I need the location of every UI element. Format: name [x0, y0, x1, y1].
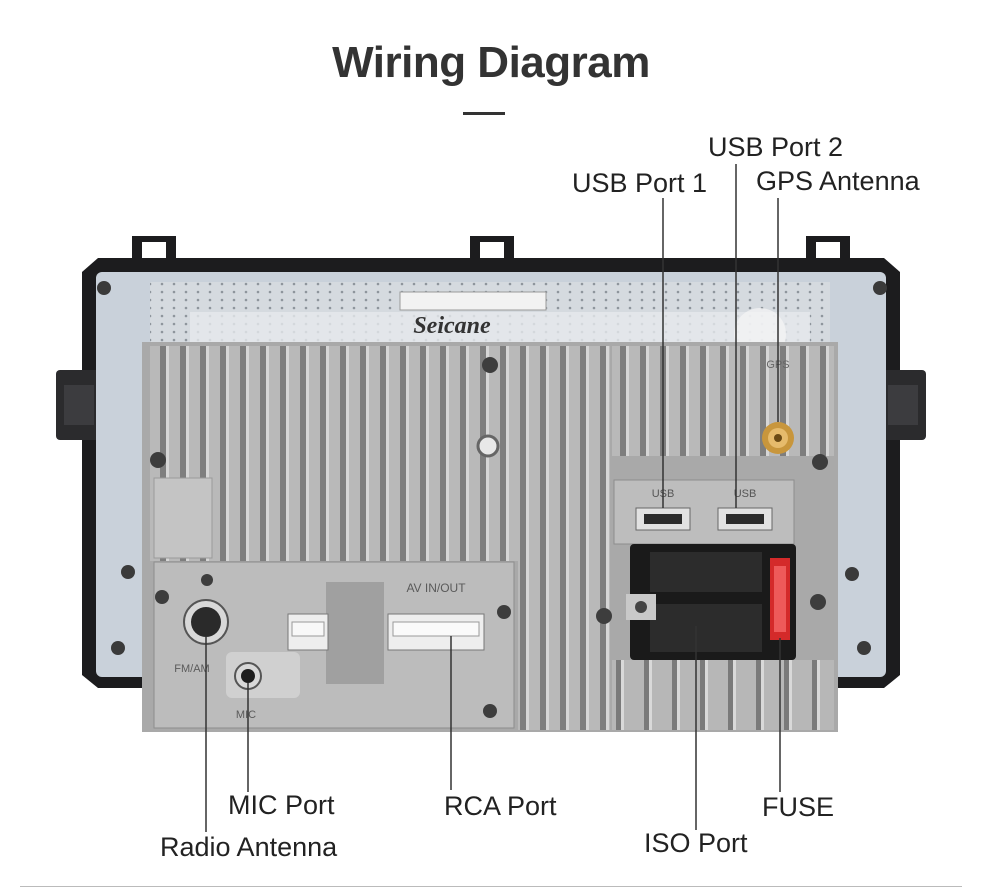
diagram-title: Wiring Diagram: [332, 38, 650, 87]
iso-port-label: ISO Port: [644, 828, 748, 858]
mic-text: MIC: [236, 709, 256, 721]
rca-connector: [392, 621, 480, 637]
usb-iso-plate: USB USB GPS: [613, 359, 796, 660]
mic-port-label: MIC Port: [228, 790, 335, 820]
brand-logo: Seicane: [413, 313, 491, 339]
av-inout-text: AV IN/OUT: [406, 581, 466, 595]
leader-lines: [205, 164, 781, 832]
fmam-text: FM/AM: [174, 663, 209, 675]
title-underline: [463, 112, 505, 115]
usb-port-1-label: USB Port 1: [572, 168, 708, 198]
footer-divider: [20, 886, 962, 887]
rca-port-label: RCA Port: [444, 791, 557, 821]
small-connector: [291, 621, 325, 637]
usb-port-2-socket: [726, 514, 764, 524]
usb-port-2-label: USB Port 2: [708, 132, 844, 162]
gps-antenna-label: GPS Antenna: [756, 166, 920, 196]
radio-antenna-jack: [191, 607, 221, 637]
av-connector-plate: AV IN/OUT FM/AM MIC: [153, 561, 515, 729]
mic-jack: [241, 669, 255, 683]
radio-antenna-label: Radio Antenna: [160, 832, 338, 862]
fuse-label: FUSE: [762, 792, 835, 822]
usb2-text: USB: [734, 488, 757, 500]
usb-port-1-socket: [644, 514, 682, 524]
